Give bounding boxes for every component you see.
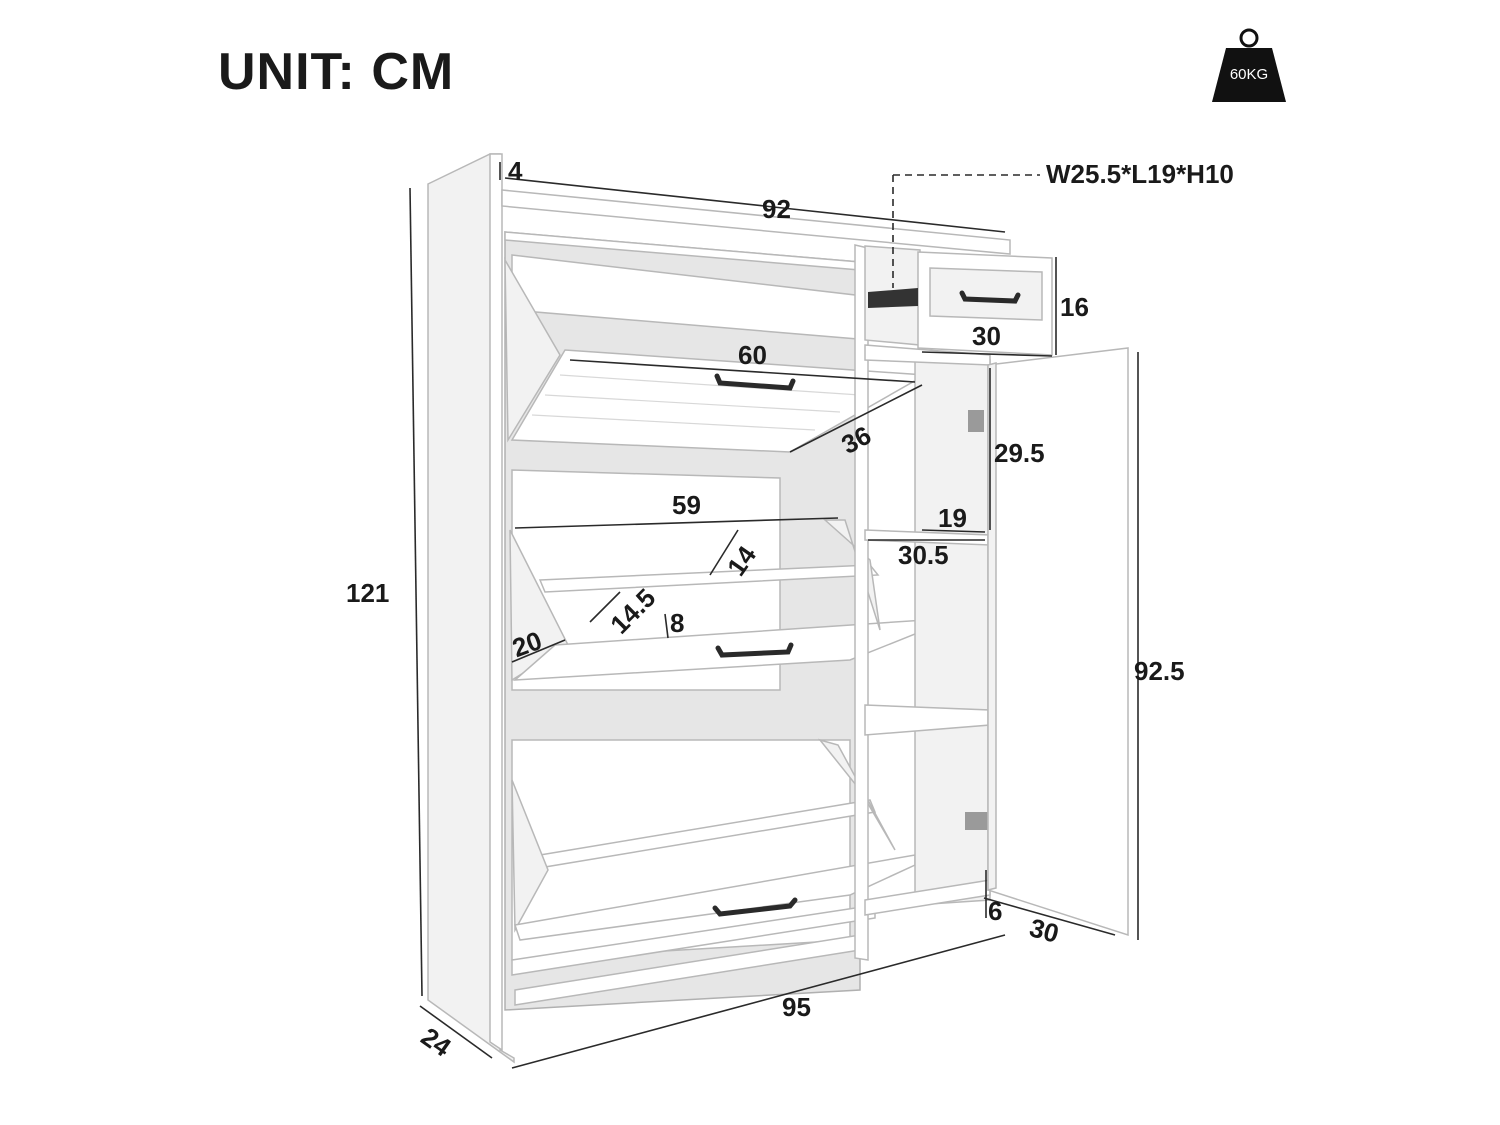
drawer-front-inset	[929, 267, 1043, 321]
middle-flip-tray-upper	[538, 564, 880, 593]
top-flip-drawer-side	[504, 257, 561, 443]
dim-flap-lip: 8	[670, 608, 684, 638]
right-door	[987, 347, 1129, 937]
dim-drawer-height: 16	[1060, 292, 1089, 322]
middle-flip-handle	[715, 642, 794, 658]
bottom-flip-side	[511, 779, 549, 933]
dim-flap-width-mid: 59	[672, 490, 701, 520]
drawer-size-label: W25.5*L19*H10	[1046, 159, 1234, 189]
cabinet-left-front-edge	[489, 153, 503, 1052]
right-compartment-hinges	[965, 410, 993, 830]
cabinet-top	[501, 189, 1011, 255]
dim-shelf-depth: 19	[938, 503, 967, 533]
bottom-flip-bracket	[817, 738, 896, 851]
top-flip-handle	[714, 373, 796, 391]
dim-door-height: 92.5	[1134, 656, 1185, 686]
dimension-lines	[409, 162, 1139, 1069]
dim-shelf-width: 30.5	[898, 540, 949, 570]
dim-total-width: 95	[782, 992, 811, 1022]
center-divider	[854, 244, 869, 961]
bottom-flip-handle	[712, 897, 798, 917]
weight-icon	[1212, 28, 1286, 102]
dim-drawer-width: 30	[972, 321, 1001, 351]
dim-door-depth: 30	[1026, 912, 1062, 948]
dim-total-height: 121	[346, 578, 389, 608]
bottom-plinth	[511, 904, 876, 976]
weight-label: 60KG	[1229, 66, 1269, 83]
dim-compartment-height: 29.5	[994, 438, 1045, 468]
right-compartment-bottom-shelf	[864, 879, 991, 916]
drawer-slide-rail	[868, 288, 918, 308]
dim-flap-width-top: 60	[738, 340, 767, 370]
bottom-flip-door	[514, 854, 916, 941]
dim-inner-width: 92	[762, 194, 791, 224]
drawer-handle	[959, 290, 1021, 304]
dim-base-height: 6	[988, 896, 1002, 926]
dim-top-thickness: 4	[508, 156, 523, 186]
top-flip-door-grooves	[531, 374, 861, 431]
unit-title: UNIT: CM	[218, 43, 455, 101]
